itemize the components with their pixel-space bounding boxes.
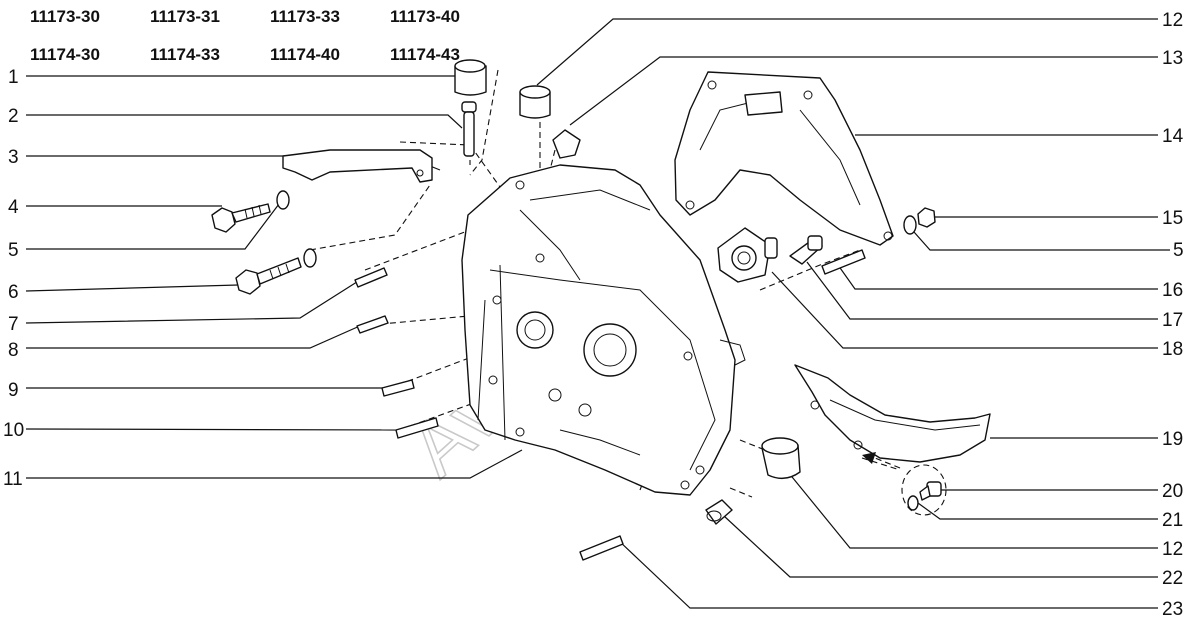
callout-label: 18 bbox=[1162, 339, 1183, 360]
callout-label: 23 bbox=[1162, 599, 1183, 620]
part-13-clip bbox=[552, 129, 581, 159]
part-12-sleeve bbox=[519, 85, 551, 119]
part-6-bolt bbox=[235, 257, 302, 295]
callout-label: 22 bbox=[1162, 568, 1183, 589]
part-5-washer bbox=[276, 190, 290, 210]
callout-label: 5 bbox=[8, 240, 19, 261]
model-number: 11174-33 bbox=[150, 45, 220, 64]
callout-label: 6 bbox=[8, 282, 19, 303]
part-14-cover bbox=[674, 71, 894, 246]
callout-label: 12 bbox=[1162, 539, 1183, 560]
model-number: 11173-30 bbox=[30, 7, 100, 26]
callout-label: 16 bbox=[1162, 280, 1183, 301]
model-number: 11174-40 bbox=[270, 45, 340, 64]
part-15-nut bbox=[917, 207, 936, 228]
callout-label: 3 bbox=[8, 147, 19, 168]
part-21-washer bbox=[907, 495, 919, 511]
direction-arrow bbox=[862, 452, 901, 469]
part-9-stud bbox=[381, 379, 415, 397]
part-16-stud bbox=[821, 249, 866, 275]
part-7-stud bbox=[354, 267, 388, 288]
part-5-washer bbox=[903, 215, 917, 235]
part-17-bolt bbox=[789, 235, 823, 265]
left-callouts: 1 2 3 4 5 6 7 8 9 10 11 bbox=[3, 67, 24, 490]
model-number: 11174-30 bbox=[30, 45, 100, 64]
right-leader-lines bbox=[536, 18, 1170, 609]
part-2-pin bbox=[461, 101, 477, 157]
callout-label: 13 bbox=[1162, 48, 1183, 69]
callout-label: 12 bbox=[1162, 10, 1183, 31]
callout-label: 8 bbox=[8, 340, 19, 361]
part-18-flange bbox=[717, 227, 778, 283]
callout-label: 10 bbox=[3, 420, 24, 441]
callout-label: 21 bbox=[1162, 510, 1183, 531]
callout-label: 15 bbox=[1162, 208, 1183, 229]
model-number: 11173-31 bbox=[150, 7, 220, 26]
callout-label: 1 bbox=[8, 67, 19, 88]
callout-label: 20 bbox=[1162, 481, 1183, 502]
part-3-bracket bbox=[282, 149, 433, 183]
callout-label: 14 bbox=[1162, 126, 1184, 147]
callout-label: 7 bbox=[8, 314, 19, 335]
part-8-stud bbox=[356, 315, 389, 334]
model-number: 11173-33 bbox=[270, 7, 340, 26]
right-callouts: 12 13 14 15 5 16 17 18 19 20 21 12 22 23 bbox=[1162, 10, 1184, 620]
part-11-housing bbox=[461, 164, 746, 496]
callout-label: 4 bbox=[8, 197, 19, 218]
part-20-bolt bbox=[919, 481, 942, 501]
model-number: 11173-40 bbox=[390, 7, 460, 26]
part-5-washer bbox=[303, 248, 317, 268]
part-22-plug bbox=[705, 499, 733, 525]
model-numbers: 11173-30 11173-31 11173-33 11173-40 1117… bbox=[30, 7, 460, 64]
callout-label: 2 bbox=[8, 106, 19, 127]
part-23-stud bbox=[579, 535, 624, 561]
callout-label: 9 bbox=[8, 380, 19, 401]
model-number: 11174-43 bbox=[390, 45, 460, 64]
part-12-bushing bbox=[761, 437, 801, 480]
callout-label: 19 bbox=[1162, 429, 1183, 450]
part-1-cap bbox=[454, 59, 487, 96]
part-4-bolt bbox=[211, 203, 271, 233]
callout-label: 17 bbox=[1162, 310, 1183, 331]
callout-label: 5 bbox=[1173, 240, 1184, 261]
part-19-shield bbox=[794, 364, 991, 463]
part-10-stud bbox=[395, 417, 439, 439]
callout-label: 11 bbox=[3, 469, 23, 490]
